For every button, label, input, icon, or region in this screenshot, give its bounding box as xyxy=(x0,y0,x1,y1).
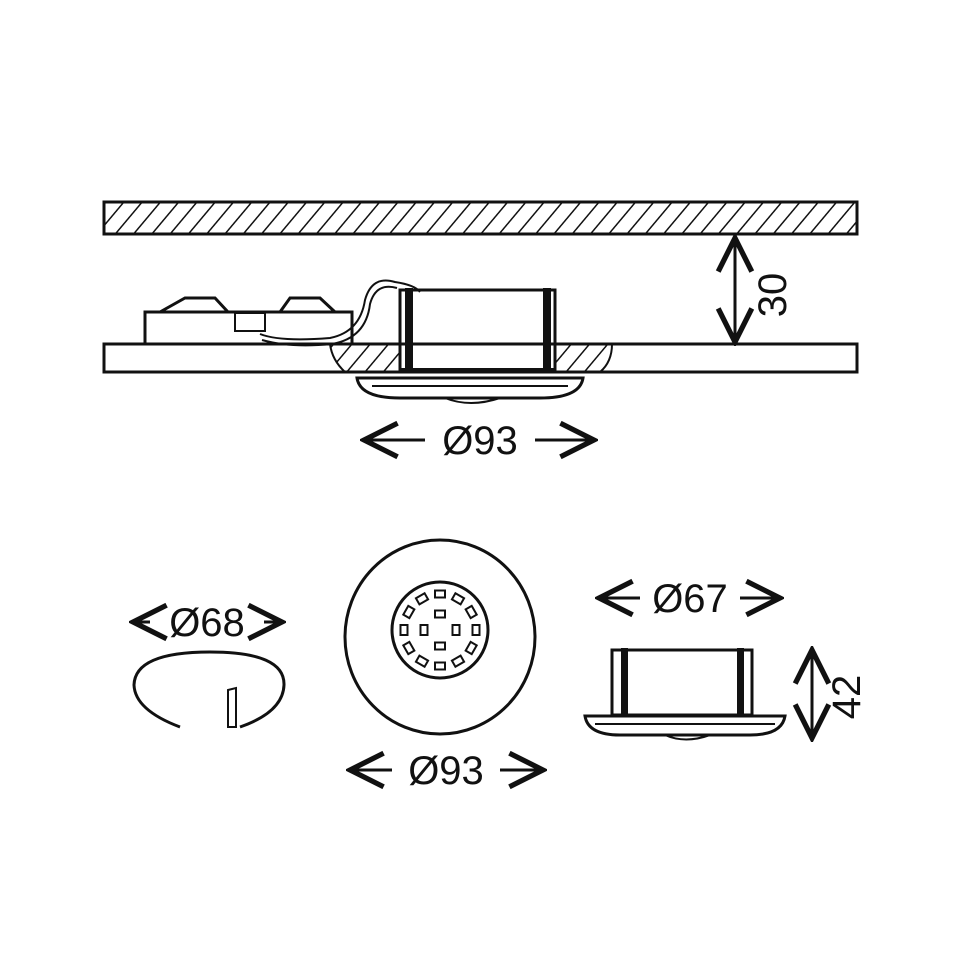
lamp-housing xyxy=(355,288,585,404)
suspended-ceiling-board xyxy=(102,342,859,374)
height-label: 42 xyxy=(825,675,869,720)
housing-side-view: Ø67 42 xyxy=(583,577,869,740)
bezel-outline xyxy=(343,538,537,736)
led-chips xyxy=(399,589,481,671)
bezel-diameter-label: Ø93 xyxy=(442,419,518,463)
cutout-hatch-right xyxy=(554,343,614,373)
clip-diameter-label: Ø68 xyxy=(169,601,245,645)
led-chip xyxy=(414,591,430,606)
led-chip xyxy=(434,641,446,651)
driver-connector-box xyxy=(143,296,354,346)
led-chip xyxy=(471,624,481,636)
led-chip xyxy=(434,661,446,671)
front-view: Ø93 xyxy=(343,538,543,793)
led-chip xyxy=(434,609,446,619)
housing-bezel xyxy=(583,714,787,737)
led-chip xyxy=(464,640,479,656)
led-array-outline xyxy=(390,580,490,680)
front-diameter-label: Ø93 xyxy=(408,749,484,793)
led-chip xyxy=(399,624,409,636)
spring-clip xyxy=(132,650,286,729)
housing-diameter-label: Ø67 xyxy=(652,577,728,621)
led-chip xyxy=(401,640,416,656)
supply-cable xyxy=(259,279,421,347)
ceiling-clearance-label: 30 xyxy=(751,273,795,318)
led-chip xyxy=(414,654,430,669)
led-chip xyxy=(464,604,479,620)
bezel xyxy=(355,376,585,400)
led-chip xyxy=(401,604,416,620)
led-chip xyxy=(419,624,429,636)
installation-side-view: 30 Ø93 xyxy=(102,200,859,463)
led-chip xyxy=(451,624,461,636)
led-chip xyxy=(450,654,466,669)
led-chip xyxy=(434,589,446,599)
cutout-hatch-left xyxy=(328,343,401,373)
upper-ceiling-slab xyxy=(102,200,859,236)
spring-clip-view: Ø68 xyxy=(132,601,286,729)
led-chip xyxy=(450,591,466,606)
